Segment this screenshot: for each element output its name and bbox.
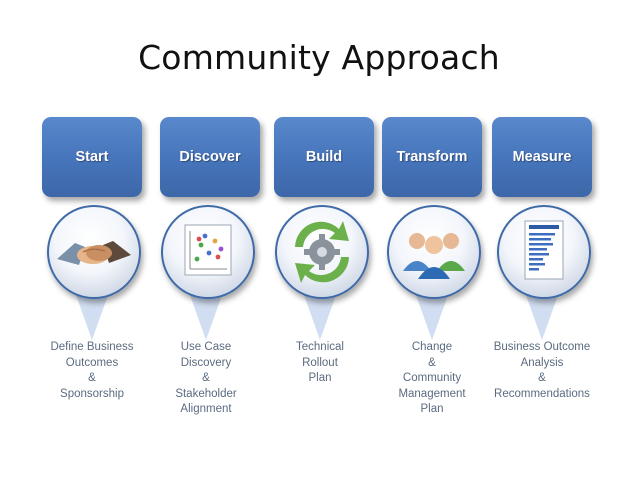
- step-tile-start: Start: [42, 117, 142, 197]
- step-circle-measure: [497, 205, 591, 299]
- step-description-discover: Use Case Discovery & Stakeholder Alignme…: [175, 341, 237, 415]
- step-circle-build: [275, 205, 369, 299]
- people-group-icon: [403, 233, 465, 279]
- step-description-measure: Business Outcome Analysis & Recommendati…: [493, 341, 591, 400]
- step-description-transform: Change & Community Management Plan: [398, 341, 466, 415]
- step-circle-transform: [387, 205, 481, 299]
- step-description-build: Technical Rollout Plan: [296, 341, 344, 384]
- step-circle-start: [47, 205, 141, 299]
- step-tile-build: Build: [274, 117, 374, 197]
- handshake-icon: [57, 241, 131, 265]
- gear-arrows-icon: [295, 221, 349, 283]
- step-tile-measure: Measure: [492, 117, 592, 197]
- step-description-start: Define Business Outcomes & Sponsorship: [50, 341, 134, 400]
- scatter-chart-icon: [184, 224, 232, 276]
- step-tile-transform: Transform: [382, 117, 482, 197]
- step-tile-discover: Discover: [160, 117, 260, 197]
- step-circle-discover: [161, 205, 255, 299]
- page-title: Community Approach: [138, 38, 500, 77]
- bar-report-icon: [524, 220, 564, 280]
